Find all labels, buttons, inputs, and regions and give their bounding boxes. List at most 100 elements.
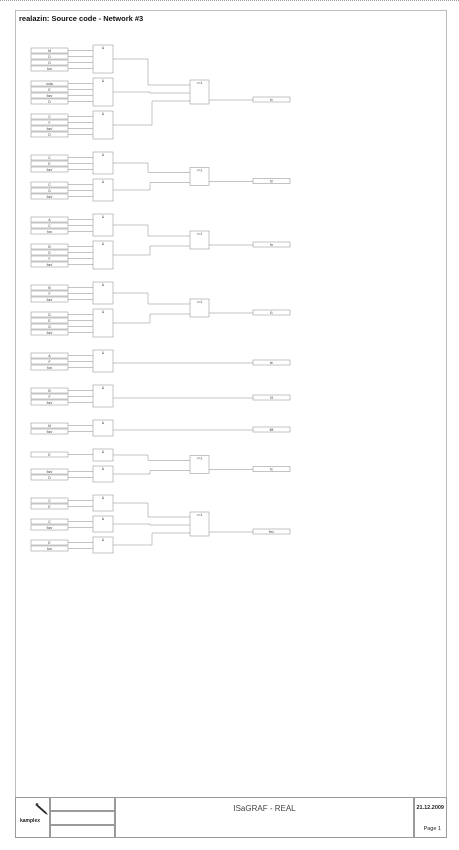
input-variable-label: M [48,424,51,428]
input-variable-label: F [48,292,50,296]
output-variable-label: f2 [270,180,273,184]
page-number: Page 1 [423,826,441,832]
gate-label: & [102,386,105,390]
input-variable-label: fon/ [47,298,53,302]
gate-label: >=1 [197,232,203,236]
gate-label: >=1 [197,513,203,517]
footer-title-block: kamplex ISaGRAF - REAL 21.12.2009 Page 1 [15,797,447,838]
output-variable-label: f1 [270,311,273,315]
output-variable-label: fM [270,428,274,432]
input-variable-label: D [48,313,51,317]
footer-field-1 [50,797,115,811]
output-variable-label: fm i [269,530,275,534]
input-variable-label: G [48,325,51,329]
input-variable-label: fon/ [47,470,53,474]
input-variable-label: D [48,100,51,104]
gate-label: & [102,242,105,246]
page-title: realazin: Source code - Network #3 [19,14,144,23]
input-variable-label: E [48,88,51,92]
input-variable-label: C [48,224,51,228]
output-variable-box [252,178,291,184]
gate-label: >=1 [197,457,203,461]
output-variable-label: fe [270,361,273,365]
output-variable-label: fn [270,243,273,247]
connection-wire [113,224,190,237]
input-variable-label: B [48,286,51,290]
print-date: 21.12.2009 [416,805,444,811]
gate-label: & [102,112,105,116]
output-variable-box [252,394,291,401]
output-variable-label: fc [270,98,273,102]
input-variable-label: fon/ [47,127,53,131]
connection-wire [113,91,190,94]
input-variable-label: D [48,251,51,255]
input-variable-label: nota [46,82,53,86]
input-variable-label: A [48,218,51,222]
input-variable-label: fon/ [47,263,53,267]
and-gate [92,419,114,437]
connection-wire [113,100,190,126]
gate-label: & [102,517,105,521]
or-gate [189,298,210,318]
input-variable-label: C [48,520,51,524]
or-gate [189,167,210,186]
input-variable-label: F [48,360,50,364]
input-variable-label: fon/ [47,526,53,530]
output-variable-box [252,528,291,535]
gate-label: & [102,153,105,157]
connection-wire [113,502,190,518]
gate-label: & [102,351,105,355]
input-variable-label: E [48,505,51,509]
input-variable-label: F [48,121,50,125]
brand-label: kamplex [20,818,41,824]
or-gate [189,511,210,537]
input-variable-label: fon [47,547,52,551]
input-variable-label: D [48,133,51,137]
gate-label: & [102,180,105,184]
connection-wire [113,58,190,86]
output-variable-label: fc [270,468,273,472]
connection-wire [113,532,190,546]
or-gate [189,79,210,105]
gate-label: & [102,215,105,219]
input-variable-label: F [48,395,50,399]
output-variable-box [252,241,291,248]
output-variable-box [252,96,291,103]
output-variable-box [252,309,291,316]
gate-label: & [102,79,105,83]
and-gate [92,384,114,408]
input-variable-label: E [48,319,51,323]
and-gate [92,349,114,373]
input-variable-label: G [48,61,51,65]
input-variable-label: fon/ [47,94,53,98]
connection-wire [113,292,190,305]
input-variable-label: fon/ [47,401,53,405]
gate-label: & [102,467,105,471]
connection-wire [113,470,190,475]
page-top-border [0,0,459,1]
input-variable-label: D [48,476,51,480]
footer-info-cell: 21.12.2009 Page 1 [414,797,447,838]
gate-label: & [102,421,105,425]
input-variable-label: fon [47,366,52,370]
gate-label: >=1 [197,81,203,85]
input-variable-label: G [48,189,51,193]
input-variable-label: C [48,183,51,187]
input-variable-label: fon/ [47,430,53,434]
input-variable-label: fon/ [47,168,53,172]
input-variable-label: C [48,499,51,503]
input-variable-label: D [48,55,51,59]
input-variable-label: fon/ [47,331,53,335]
gate-label: & [102,450,105,454]
gate-label: & [102,496,105,500]
connection-wire [113,313,190,324]
connection-wire [113,454,190,461]
input-variable-label: M [48,49,51,53]
input-variable-label: fon [47,230,52,234]
input-variable-label: C [48,156,51,160]
connection-wire [113,245,190,256]
footer-field-3 [50,825,115,838]
input-variable-label: E [48,541,51,545]
input-variable-label: C [48,115,51,119]
